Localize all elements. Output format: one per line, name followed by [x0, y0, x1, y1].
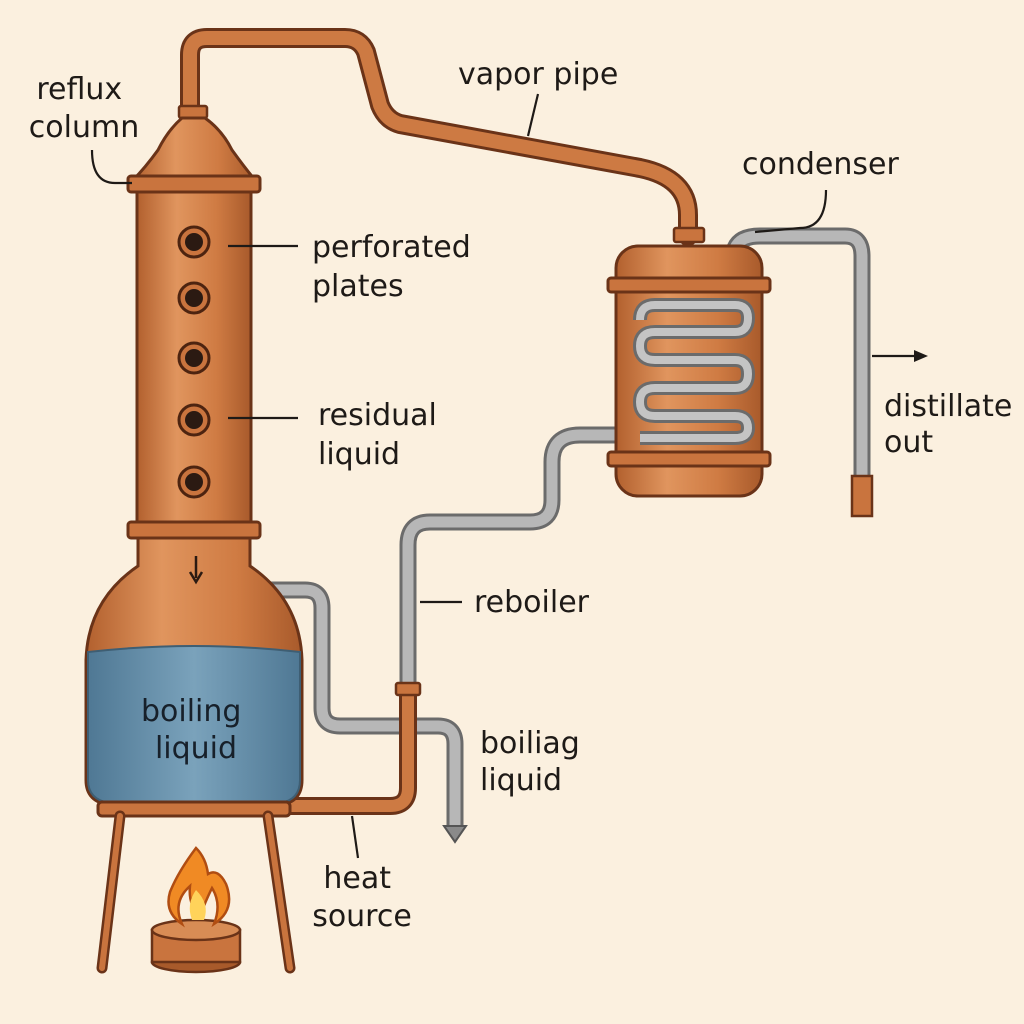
- heat-pipe: [285, 681, 422, 815]
- flame-icon: [167, 846, 231, 928]
- label-condenser: condenser: [742, 147, 899, 182]
- reboiler-pipe: [399, 426, 640, 690]
- label-boiling-liquid-inside: boiling liquid: [141, 694, 251, 766]
- boiler-vessel: [84, 536, 304, 807]
- stand: [96, 800, 296, 974]
- vapor-pipe: [180, 28, 698, 246]
- down-arrow-icon: [188, 556, 204, 585]
- condenser: [606, 226, 772, 498]
- perforated-plates: [177, 225, 211, 499]
- leader-reflux-column: [90, 149, 132, 185]
- label-reflux-column: reflux column: [29, 72, 139, 145]
- label-reboiler: reboiler: [474, 585, 590, 620]
- label-perforated-plates: perforated plates: [312, 230, 480, 304]
- leader-vapor-pipe: [526, 93, 540, 137]
- label-boiling-liquid-outlet: boiliag liquid: [480, 726, 589, 798]
- plate-port: [177, 341, 211, 375]
- distillate-outlet-pipe: [726, 227, 874, 518]
- label-distillate-out: distillate out: [884, 389, 1022, 460]
- leader-heat-source: [350, 815, 360, 859]
- plate-port: [177, 225, 211, 259]
- leader-condenser: [754, 189, 828, 234]
- leader-lines: [90, 93, 918, 859]
- plate-port: [177, 281, 211, 315]
- burner: [150, 918, 242, 974]
- label-heat-source: heat source: [312, 861, 412, 934]
- label-residual-liquid: residual liquid: [318, 398, 446, 472]
- boiling-liquid: [87, 645, 301, 804]
- plate-port: [177, 465, 211, 499]
- right-arrow-icon: [914, 350, 928, 362]
- plate-port: [177, 403, 211, 437]
- label-vapor-pipe: vapor pipe: [458, 57, 618, 92]
- residual-return-pipe: [265, 581, 468, 844]
